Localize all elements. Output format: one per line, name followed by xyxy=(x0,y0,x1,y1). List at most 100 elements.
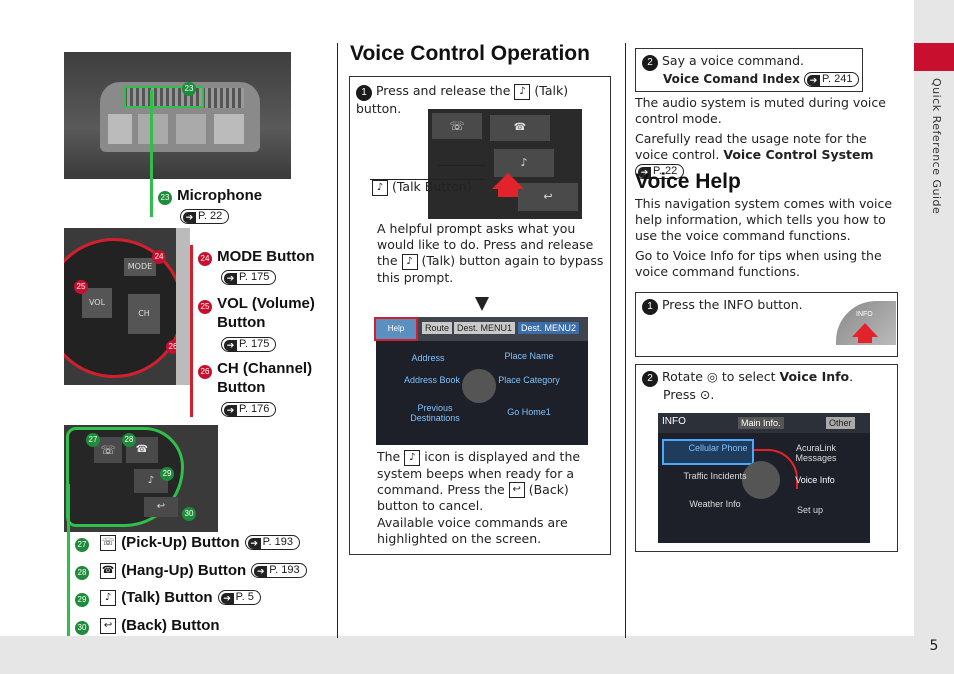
callout-number: 27 xyxy=(75,538,89,552)
talk-icon: ♪ xyxy=(100,589,117,606)
info-button-label: INFO xyxy=(856,311,873,318)
info-header: INFO xyxy=(662,416,686,427)
side-tab-marker xyxy=(914,43,954,71)
arrow-icon: ➔ xyxy=(224,340,237,351)
page-ref-link[interactable]: ➔P. 193 xyxy=(244,535,300,550)
section-title: Voice Help xyxy=(635,170,741,193)
step-number-icon: 2 xyxy=(642,371,658,387)
callout-23-marker: 23 xyxy=(182,82,196,96)
marker-24: 24 xyxy=(152,250,166,264)
nav-item-go-home: Go Home1 xyxy=(507,407,551,417)
press-knob-icon: ⊙ xyxy=(699,387,711,402)
page-ref-link[interactable]: ➔P. 175 xyxy=(221,334,277,353)
info-item-voice-info: Voice Info xyxy=(795,475,835,485)
voice-info-paragraph: Go to Voice Info for tips when using the… xyxy=(635,248,882,279)
arrow-icon: ➔ xyxy=(807,75,821,86)
page-ref-link[interactable]: ➔P. 22 xyxy=(635,164,685,179)
callout-hang-up: 28 ☎ (Hang-Up) Button ➔P. 193 xyxy=(75,560,307,580)
callout-number: 25 xyxy=(198,300,212,314)
marker-27: 27 xyxy=(86,433,100,447)
nav-item-place-category: Place Category xyxy=(498,375,560,385)
press-arrow-icon xyxy=(492,173,524,189)
press-arrow-base xyxy=(858,337,872,343)
press-arrow-icon xyxy=(852,323,878,337)
callout-label: (Back) Button xyxy=(121,617,220,634)
press-arrow-base xyxy=(498,189,518,197)
microphone-grille xyxy=(124,88,244,108)
tab-dest-menu1: Dest. MENU1 xyxy=(454,322,516,334)
back-icon: ↩ xyxy=(144,497,178,517)
press-instruction: Press ⊙. xyxy=(663,387,715,402)
tab-route: Route xyxy=(422,322,453,334)
voice-control-steps: 1 Press and release the ♪ (Talk) button.… xyxy=(349,76,611,555)
voice-command-index-link[interactable]: Voice Comand Index ➔P. 241 xyxy=(663,71,860,87)
callout-volume: 25 VOL (Volume) Button xyxy=(198,294,328,332)
info-item-traffic-incidents: Traffic Incidents xyxy=(683,471,747,481)
pick-up-icon: ☏ xyxy=(100,534,117,551)
steering-right-photo: ☏ ☎ ♪ ↩ 27 28 29 30 xyxy=(64,425,218,532)
arrow-icon: ➔ xyxy=(183,212,196,223)
down-arrow-icon xyxy=(475,297,489,311)
callout-label: VOL (Volume) Button xyxy=(217,295,315,331)
tab-dest-menu2: Dest. MENU2 xyxy=(518,322,580,334)
console-button xyxy=(108,114,132,144)
marker-29: 29 xyxy=(160,467,174,481)
nav-item-address-book: Address Book xyxy=(403,375,461,385)
interface-dial xyxy=(462,369,496,403)
column-divider xyxy=(625,43,626,638)
navigation-screen: Help Route Dest. MENU1 Dest. MENU2 Addre… xyxy=(374,317,588,445)
step-number-icon: 1 xyxy=(642,299,658,315)
voice-control-system-link[interactable]: Voice Control System xyxy=(723,147,874,162)
talk-caption: ♪ (Talk Button) xyxy=(372,179,472,196)
page-ref-link[interactable]: ➔P. 175 xyxy=(221,267,277,286)
callout-label: (Pick-Up) Button xyxy=(121,534,240,551)
talk-icon: ♪ xyxy=(514,83,531,100)
page-ref-link[interactable]: ➔P. 22 xyxy=(180,206,230,225)
callout-channel: 26 CH (Channel) Button xyxy=(198,359,328,397)
overhead-console-photo: 23 xyxy=(64,52,291,179)
callout-number: 26 xyxy=(198,365,212,379)
callout-label: CH (Channel) Button xyxy=(217,360,313,396)
side-tab xyxy=(914,0,954,674)
arrow-icon: ➔ xyxy=(224,273,237,284)
callout-line xyxy=(150,90,153,217)
marker-28: 28 xyxy=(122,433,136,447)
info-step-1: 1 Press the INFO button. xyxy=(642,297,803,315)
page-ref-link[interactable]: ➔P. 193 xyxy=(251,563,307,578)
callout-label: MODE Button xyxy=(217,248,315,265)
info-item-weather-info: Weather Info xyxy=(689,499,741,509)
caption-leader xyxy=(370,179,485,180)
arrow-icon: ➔ xyxy=(224,405,237,416)
talk-icon: ♪ xyxy=(494,149,554,177)
microphone-highlight xyxy=(124,86,204,108)
tab-other: Other xyxy=(826,417,855,429)
ready-paragraph: The ♪ icon is displayed and the system b… xyxy=(377,449,581,513)
info-button-photo: INFO xyxy=(836,301,896,345)
back-icon: ↩ xyxy=(518,183,578,211)
page-ref-link[interactable]: ➔P. 176 xyxy=(221,399,277,418)
pick-up-icon: ☏ xyxy=(432,113,482,139)
info-step-2-box: 2 Rotate ◎ to select Voice Info. Press ⊙… xyxy=(635,364,898,552)
info-item-set-up: Set up xyxy=(796,505,824,515)
section-label: Quick Reference Guide xyxy=(930,78,943,215)
nav-item-previous-destinations: Previous Destinations xyxy=(410,403,460,423)
callout-line xyxy=(190,245,193,417)
console-button xyxy=(138,114,168,144)
step-1: 1 Press and release the ♪ (Talk) button. xyxy=(356,83,569,116)
marker-30: 30 xyxy=(182,507,196,521)
caption-leader xyxy=(438,165,486,166)
console-button xyxy=(214,114,244,144)
page-ref-link[interactable]: ➔P. 5 xyxy=(217,590,261,605)
callout-line xyxy=(67,484,70,636)
ch-button: CH xyxy=(128,294,160,334)
arrow-icon: ➔ xyxy=(638,167,651,178)
available-commands-paragraph: Available voice commands are highlighted… xyxy=(377,515,568,546)
column-divider xyxy=(337,43,338,638)
callout-talk: 29 ♪ (Talk) Button ➔P. 5 xyxy=(75,587,261,607)
back-icon: ↩ xyxy=(508,482,525,498)
rotate-knob-icon: ◎ xyxy=(706,369,718,384)
callout-pick-up: 27 ☏ (Pick-Up) Button ➔P. 193 xyxy=(75,532,300,552)
tab-main-info: Main Info. xyxy=(738,417,784,429)
usage-note-paragraph: Carefully read the usage note for the vo… xyxy=(635,131,874,179)
bottom-bar xyxy=(0,636,914,674)
